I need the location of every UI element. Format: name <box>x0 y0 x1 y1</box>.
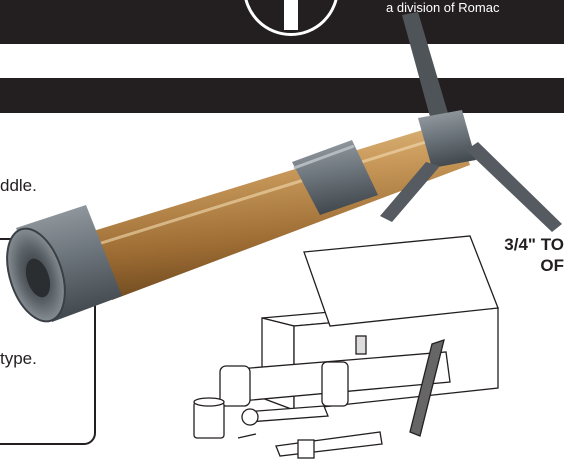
size-range-label-line2: OF <box>540 256 564 275</box>
toolbox-icon <box>193 235 499 459</box>
tapping-machine-icon <box>6 12 562 323</box>
wrench-icon <box>241 405 329 426</box>
size-range-label: 3/4" TO <box>504 235 564 254</box>
mid-coupling <box>292 140 378 215</box>
sealant-jar <box>193 397 225 439</box>
body-text-saddle: ddle. <box>0 176 37 195</box>
section-header-band <box>0 78 564 113</box>
ratchet-handle <box>380 12 562 232</box>
end-cap <box>6 205 122 323</box>
top-banner: a division of Romac <box>0 0 564 44</box>
kit-tool-replica <box>219 339 451 437</box>
brand-logo-bar <box>284 0 298 30</box>
pipe-wrench-icon <box>275 431 383 459</box>
brass-barrel <box>90 120 470 300</box>
hex-key-icon <box>237 433 257 439</box>
body-text-type: type. <box>0 349 37 368</box>
division-tagline: a division of Romac <box>386 0 500 15</box>
